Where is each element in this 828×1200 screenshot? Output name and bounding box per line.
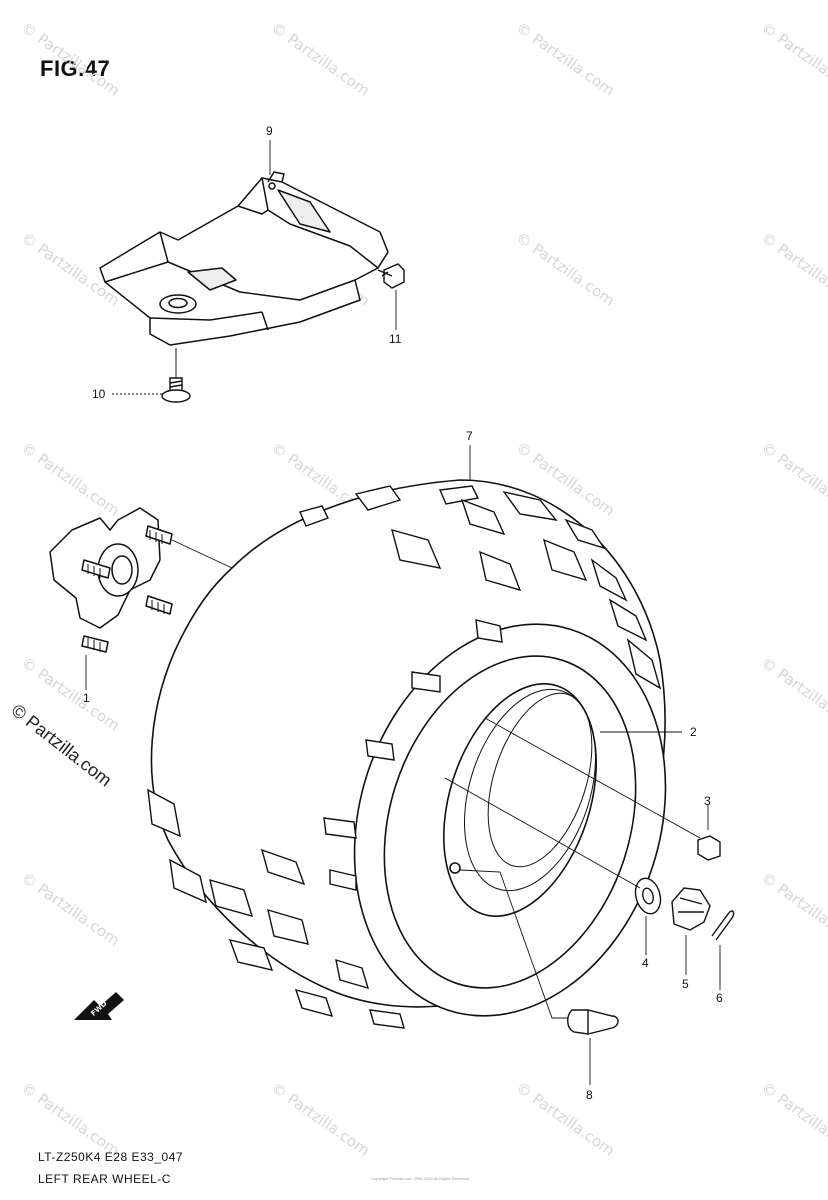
castle-nut-5-drawing [671, 887, 711, 931]
bolt-10-drawing [161, 377, 191, 403]
part-label-7: 7 [466, 429, 473, 443]
hardware-drawings [567, 835, 735, 1035]
part-label-2: 2 [690, 725, 697, 739]
watermark-text: © Partzilla.com [513, 1079, 618, 1160]
watermark-text: © Partzilla.com [758, 19, 828, 100]
part-label-9: 9 [266, 124, 273, 138]
part-label-6: 6 [716, 991, 723, 1005]
watermark-text: © Partzilla.com [18, 19, 123, 100]
part-name-caption: LEFT REAR WHEEL-C [38, 1172, 171, 1186]
watermark-text: © Partzilla.com [758, 869, 828, 950]
watermark-text: © Partzilla.com [268, 19, 373, 100]
part-label-10: 10 [92, 387, 106, 401]
watermark-text: © Partzilla.com [268, 1079, 373, 1160]
wheel-hub-drawing [49, 507, 173, 653]
watermark-text: © Partzilla.com [18, 1079, 123, 1160]
part-label-11: 11 [389, 332, 402, 346]
copyright-note: Copyright Partzilla.com 2004-2018 All Ri… [371, 1176, 469, 1181]
cotter-pin-6-drawing [711, 910, 735, 941]
watermark-text: © Partzilla.com [513, 19, 618, 100]
model-code-caption: LT-Z250K4 E28 E33_047 [38, 1150, 184, 1164]
part-label-8: 8 [586, 1088, 593, 1102]
part-label-4: 4 [642, 956, 649, 970]
part-label-3: 3 [704, 794, 711, 808]
watermark-text: © Partzilla.com [758, 439, 828, 520]
watermark-text: © Partzilla.com [18, 869, 123, 950]
tire-wheel-drawing [147, 479, 667, 1029]
watermark-text: © Partzilla.com [758, 229, 828, 310]
tread-blocks [147, 485, 662, 1029]
figure-title: FIG.47 [40, 56, 111, 81]
leader-lines [85, 140, 721, 1085]
valve-8-drawing [567, 1009, 619, 1035]
part-labels: 9 11 10 7 1 2 3 4 5 6 8 [83, 124, 723, 1102]
part-label-1: 1 [83, 691, 90, 705]
bolt-11-drawing [377, 263, 405, 289]
watermark-text: © Partzilla.com [758, 1079, 828, 1160]
skid-plate-drawing [99, 171, 389, 360]
nut-3-drawing [697, 835, 721, 861]
fwd-arrow-icon: FWD [74, 992, 124, 1020]
watermark-text: © Partzilla.com [18, 439, 123, 520]
part-label-5: 5 [682, 977, 689, 991]
watermark-text: © Partzilla.com [513, 229, 618, 310]
watermark-text: © Partzilla.com [758, 654, 828, 735]
